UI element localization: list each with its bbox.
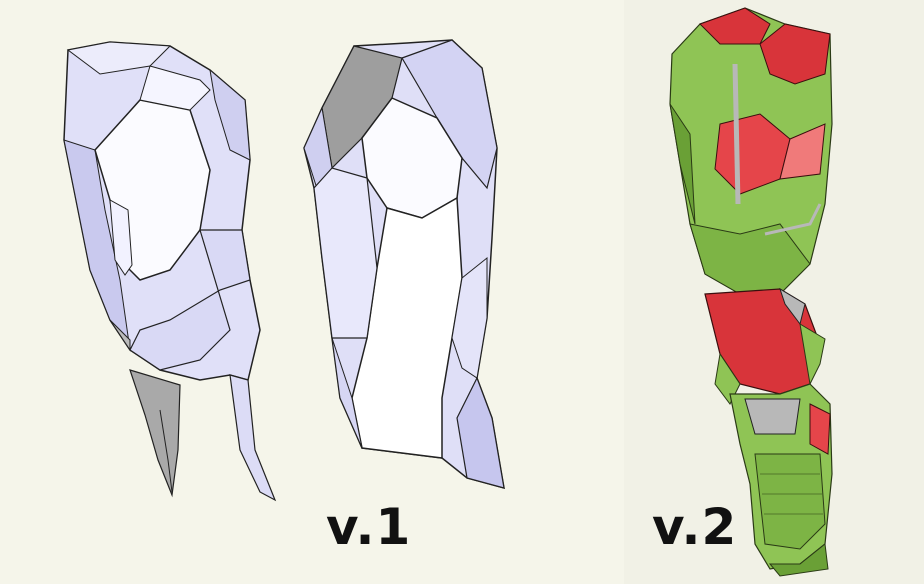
v1-shin-armor-model — [303, 39, 505, 490]
v1-thigh-armor-model — [63, 41, 277, 502]
version-label-v2: v.2 — [652, 498, 738, 556]
version-label-v1: v.1 — [326, 498, 412, 556]
v2-leg-armor-model — [669, 7, 833, 577]
